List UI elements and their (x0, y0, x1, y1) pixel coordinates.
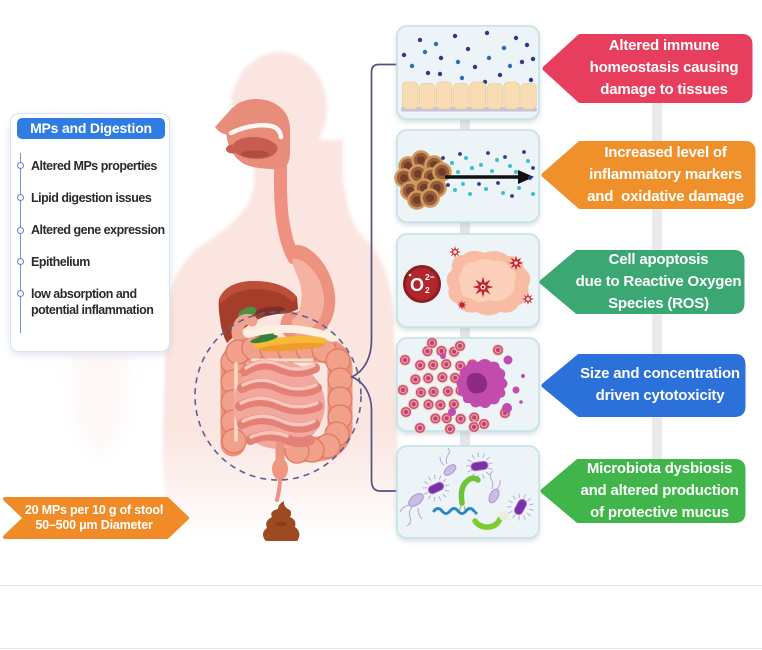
svg-text:O: O (410, 275, 424, 295)
svg-text:2−: 2− (425, 272, 435, 282)
svg-text:2: 2 (425, 285, 430, 295)
